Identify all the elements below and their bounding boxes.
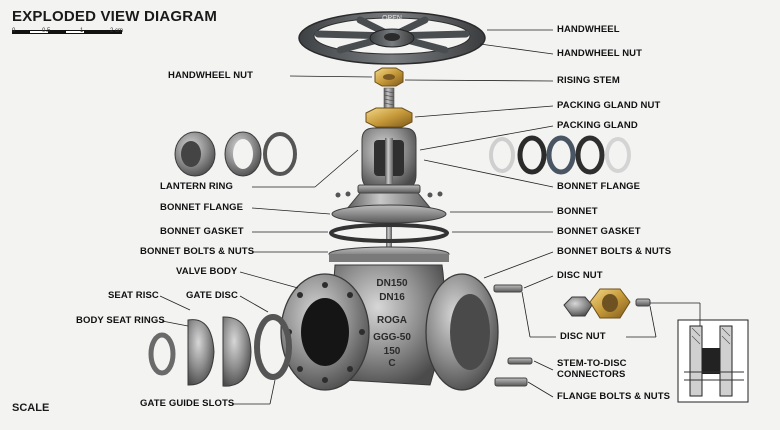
label-gate-guide-slots: GATE GUIDE SLOTS [140, 398, 235, 409]
leader-lines [159, 29, 701, 405]
label-seat-risc: SEAT RISC [108, 290, 159, 301]
handwheel-text: OPEN [382, 15, 402, 22]
label-bonnet-flange-left: BONNET FLANGE [160, 202, 244, 213]
lantern-ring-set [174, 131, 297, 177]
label-handwheel-nut-left: HANDWHEEL NUT [168, 70, 254, 81]
label-bonnet-flange-right: BONNET FLANGE [557, 181, 641, 192]
connectors-and-bolts [494, 357, 533, 387]
body-mark-1: DN16 [379, 292, 405, 303]
label-gate-disc: GATE DISC [186, 290, 238, 301]
packing-gland-nut [365, 107, 413, 128]
label-bonnet-gasket-right: BONNET GASKET [557, 226, 641, 237]
packing-gland [357, 127, 421, 194]
body-mark-0: DN150 [376, 278, 408, 289]
label-handwheel: HANDWHEEL [557, 24, 620, 35]
label-disc-nut-bottom: DISC NUT [560, 331, 606, 342]
diagram-title: EXPLODED VIEW DIAGRAM [12, 8, 218, 25]
scale-bar [12, 30, 124, 40]
bonnet-gasket [329, 223, 449, 243]
scale-word: SCALE [12, 402, 50, 414]
disc-nut-parts [493, 284, 651, 319]
label-body-seat-rings: BODY SEAT RINGS [76, 315, 165, 326]
label-stem-to-disc: STEM-TO-DISC CONNECTORS [557, 358, 627, 380]
scale-tick-0: 0 [12, 28, 16, 34]
valve-body: DN150 DN16 ROGA GGG-50 150 C [280, 264, 499, 391]
body-mark-2: ROGA [377, 315, 407, 326]
scale-tick-3: 2 cm [110, 28, 124, 34]
label-bonnet-bolts-right: BONNET BOLTS & NUTS [557, 246, 672, 257]
label-handwheel-nut-right: HANDWHEEL NUT [557, 48, 643, 59]
label-bonnet-gasket-left: BONNET GASKET [160, 226, 244, 237]
label-valve-body: VALVE BODY [176, 266, 238, 277]
label-packing-gland: PACKING GLAND [557, 120, 638, 131]
cross-section-inset [677, 319, 749, 403]
packing-rings [489, 135, 631, 175]
label-rising-stem: RISING STEM [557, 75, 620, 86]
label-disc-nut-top: DISC NUT [557, 270, 603, 281]
handwheel-nut [374, 67, 404, 87]
label-bonnet: BONNET [557, 206, 598, 217]
label-bonnet-bolts-left: BONNET BOLTS & NUTS [140, 246, 255, 257]
body-mark-4: 150 [384, 346, 401, 357]
bonnet-bolts [328, 246, 450, 262]
seat-and-disc [148, 314, 292, 387]
scale-tick-1: 0.5 [42, 28, 51, 34]
body-mark-3: GGG-50 [373, 332, 411, 343]
scale-tick-2: 1 [80, 28, 84, 34]
label-packing-gland-nut: PACKING GLAND NUT [557, 100, 661, 111]
body-mark-5: C [388, 358, 395, 369]
label-lantern-ring: LANTERN RING [160, 181, 233, 192]
handwheel: OPEN [298, 11, 486, 65]
label-flange-bolts: FLANGE BOLTS & NUTS [557, 391, 671, 402]
bonnet [331, 191, 447, 224]
